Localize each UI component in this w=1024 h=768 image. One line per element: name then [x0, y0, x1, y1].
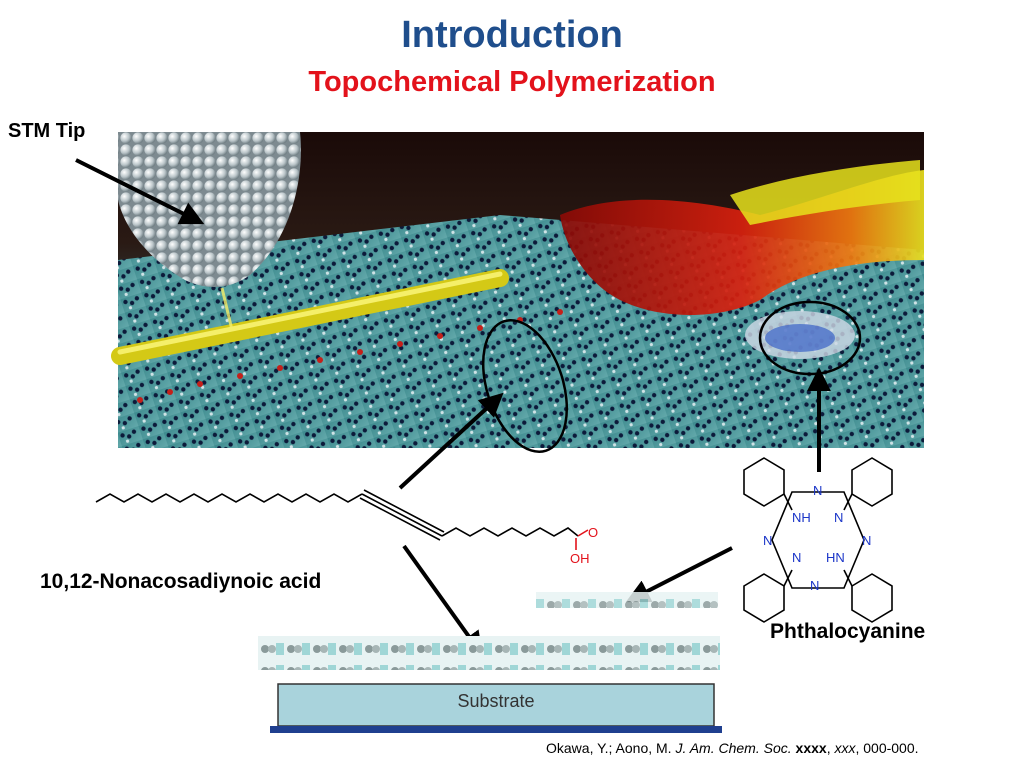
acid-hydroxyl-label: OH: [570, 551, 590, 566]
stm-tip-label: STM Tip: [8, 120, 86, 142]
pc-to-strip-arrow: [625, 546, 733, 603]
acid-to-scene-arrow: [398, 392, 504, 490]
pc-side-strip: [536, 592, 718, 608]
slide-subtitle: Topochemical Polymerization: [308, 66, 716, 98]
acid-oxygen-label: O: [588, 525, 598, 540]
pc-n-left-inner: N: [792, 550, 801, 565]
pc-n-right: N: [862, 533, 871, 548]
citation-volume: xxx: [834, 740, 856, 756]
citation-authors: Okawa, Y.; Aono, M.: [546, 740, 676, 756]
stm-scene-image: [111, 132, 924, 453]
phthalocyanine-structure: [743, 457, 893, 623]
citation-year: xxxx: [795, 740, 827, 756]
pc-n-right-inner: N: [834, 510, 843, 525]
citation-journal: J. Am. Chem. Soc.: [675, 740, 792, 756]
pc-n-left: N: [763, 533, 772, 548]
acid-name-label: 10,12-Nonacosadiynoic acid: [40, 570, 322, 593]
acid-to-substrate-arrow: [402, 544, 483, 656]
acid-structure: [95, 489, 589, 550]
pc-n-bottom: N: [810, 578, 819, 593]
citation-pages: , 000-000.: [855, 740, 919, 756]
pc-nh-left: NH: [792, 510, 811, 525]
substrate-block: [277, 683, 715, 727]
substrate-label: Substrate: [457, 691, 535, 711]
citation: Okawa, Y.; Aono, M. J. Am. Chem. Soc. xx…: [546, 740, 919, 756]
polymer-layer: [258, 636, 720, 670]
phthalocyanine-label: Phthalocyanine: [770, 620, 926, 643]
stm-tip-arrow: [75, 158, 205, 225]
slide-title: Introduction: [401, 14, 623, 56]
pc-n-top: N: [813, 483, 822, 498]
substrate-base-bar: [270, 726, 722, 733]
pc-hn-right: HN: [826, 550, 845, 565]
